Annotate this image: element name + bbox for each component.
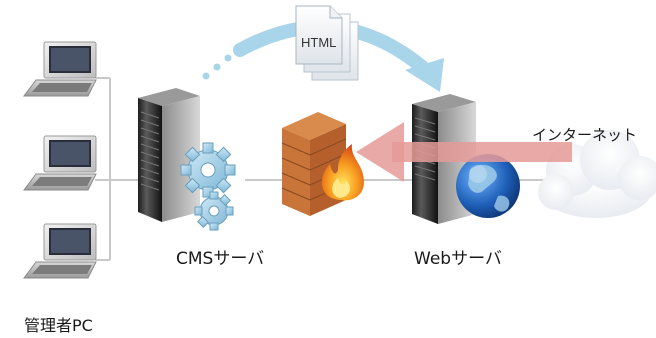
admin-laptop-2	[23, 135, 97, 191]
internet-request-arrow	[356, 122, 572, 182]
admin-laptop-1	[23, 41, 97, 97]
globe-icon	[456, 154, 520, 218]
firewall-icon	[281, 112, 347, 216]
admin-laptop-3	[23, 223, 97, 279]
cms-server-label: CMSサーバ	[176, 249, 265, 269]
gear-icon	[180, 142, 236, 231]
html-document-icon	[295, 5, 359, 81]
html-document-label: HTML	[301, 35, 336, 50]
admin-pc-label: 管理者PC	[24, 316, 93, 335]
flame-icon	[321, 144, 364, 201]
web-server-label: Webサーバ	[414, 249, 502, 269]
internet-label: インターネット	[532, 126, 638, 144]
